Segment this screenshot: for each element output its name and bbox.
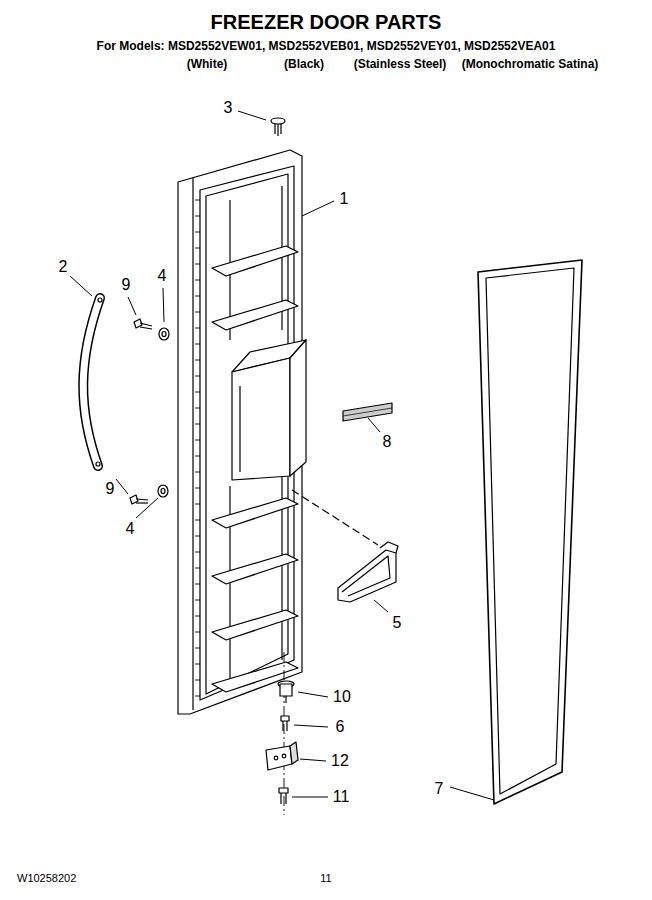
callout-number: 4 [125,520,136,538]
callout-number: 8 [382,433,393,451]
callout-number: 11 [332,788,351,806]
callout-number: 3 [223,99,234,117]
model-list: For Models: MSD2552VEW01, MSD2552VEB01, … [96,40,557,53]
document-number: W10258202 [16,872,77,884]
page-title: FREEZER DOOR PARTS [210,11,443,33]
callout-number: 10 [332,688,352,706]
callout-number: 9 [121,276,132,294]
color-name: (White) [186,58,229,71]
callout-number: 9 [105,480,116,498]
callout-number: 1 [339,190,350,208]
callout-number: 2 [58,258,69,276]
callout-number: 7 [434,780,445,798]
callout-number: 5 [392,614,403,632]
page-number: 11 [319,872,332,884]
color-name: (Black) [283,58,325,71]
callout-number: 4 [157,267,168,285]
color-name: (Monochromatic Satina) [461,58,600,71]
callout-number: 6 [335,718,346,736]
color-name: (Stainless Steel) [353,58,448,71]
callout-number: 12 [330,752,350,770]
